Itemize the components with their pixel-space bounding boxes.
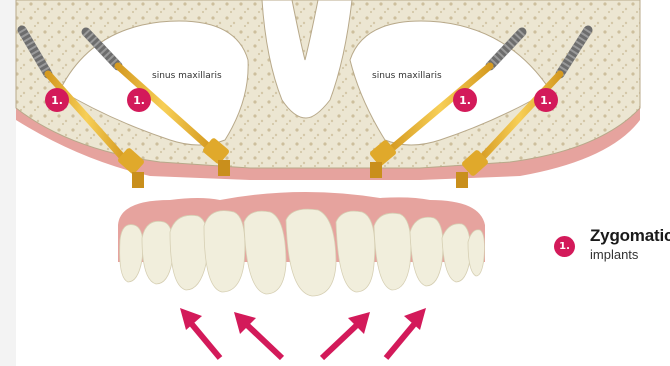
tooth-10: [442, 224, 470, 282]
tooth-7: [336, 211, 375, 292]
implant-badge-2-text: 1.: [133, 94, 145, 107]
implant-badge-3-text: 1.: [459, 94, 471, 107]
arrow-up-left-icon-2: [234, 312, 282, 358]
implant-badge-3: 1.: [453, 88, 477, 112]
tooth-9: [410, 217, 443, 286]
implant-badge-2: 1.: [127, 88, 151, 112]
implant-badge-1-text: 1.: [51, 94, 63, 107]
implant-badge-4: 1.: [534, 88, 558, 112]
tooth-5: [244, 211, 286, 294]
tooth-6: [286, 209, 336, 296]
arrow-up-right-icon-2: [386, 308, 426, 358]
tooth-1: [120, 225, 143, 282]
arrow-up-right-icon-1: [322, 312, 370, 358]
tooth-3: [170, 215, 208, 290]
arrow-up-left-icon-1: [180, 308, 220, 358]
sinus-right-label: sinus maxillaris: [372, 71, 442, 81]
denture-prosthesis: [118, 192, 485, 296]
legend-title: Zygomatic: [590, 226, 670, 246]
implant-badge-4-text: 1.: [540, 94, 552, 107]
tooth-8: [374, 213, 411, 290]
tooth-11: [468, 230, 485, 276]
legend: 1. Zygomatic implants: [554, 224, 670, 274]
legend-badge: 1.: [554, 236, 575, 257]
implant-badge-1: 1.: [45, 88, 69, 112]
sinus-left-label: sinus maxillaris: [152, 71, 222, 81]
tooth-4: [204, 211, 245, 292]
legend-subtitle: implants: [590, 247, 638, 262]
tooth-2: [142, 221, 173, 284]
